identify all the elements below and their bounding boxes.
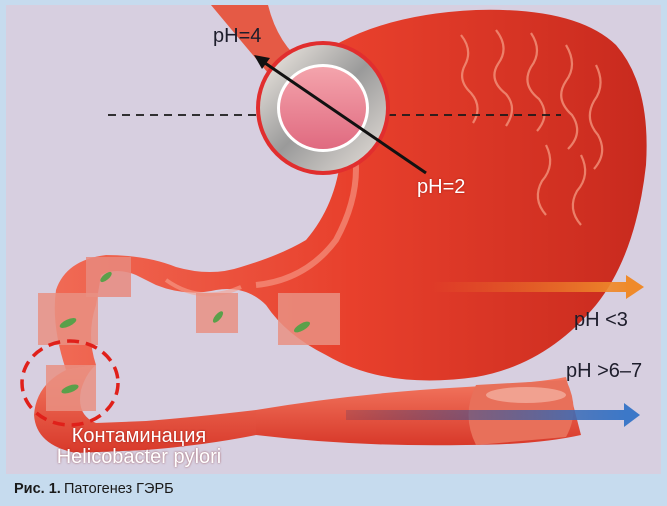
contamination-line1: Контаминация [14, 426, 264, 447]
ph-intestine-label: pH >6–7 [566, 361, 642, 381]
figure-caption: Рис. 1. Патогенез ГЭРБ [6, 474, 661, 506]
stomach-drawing [6, 5, 661, 474]
caption-prefix: Рис. 1. [14, 481, 61, 497]
caption-text: Патогенез ГЭРБ [64, 481, 174, 497]
contamination-line2: Helicobacter pylori [14, 447, 264, 468]
ph-mid-label: pH=2 [417, 177, 465, 197]
ph-lens [256, 41, 390, 175]
blue-arrow-shaft [346, 410, 626, 420]
stomach-illustration: pH=4 pH=2 pH <3 pH >6–7 Контаминация Hel… [6, 5, 661, 474]
orange-arrow-head [626, 275, 644, 299]
blue-arrow-head [624, 403, 640, 427]
orange-arrow-shaft [431, 282, 629, 292]
contamination-label: Контаминация Helicobacter pylori [14, 426, 264, 468]
ph-top-label: pH=4 [213, 26, 261, 46]
ph-stomach-label: pH <3 [574, 310, 628, 330]
